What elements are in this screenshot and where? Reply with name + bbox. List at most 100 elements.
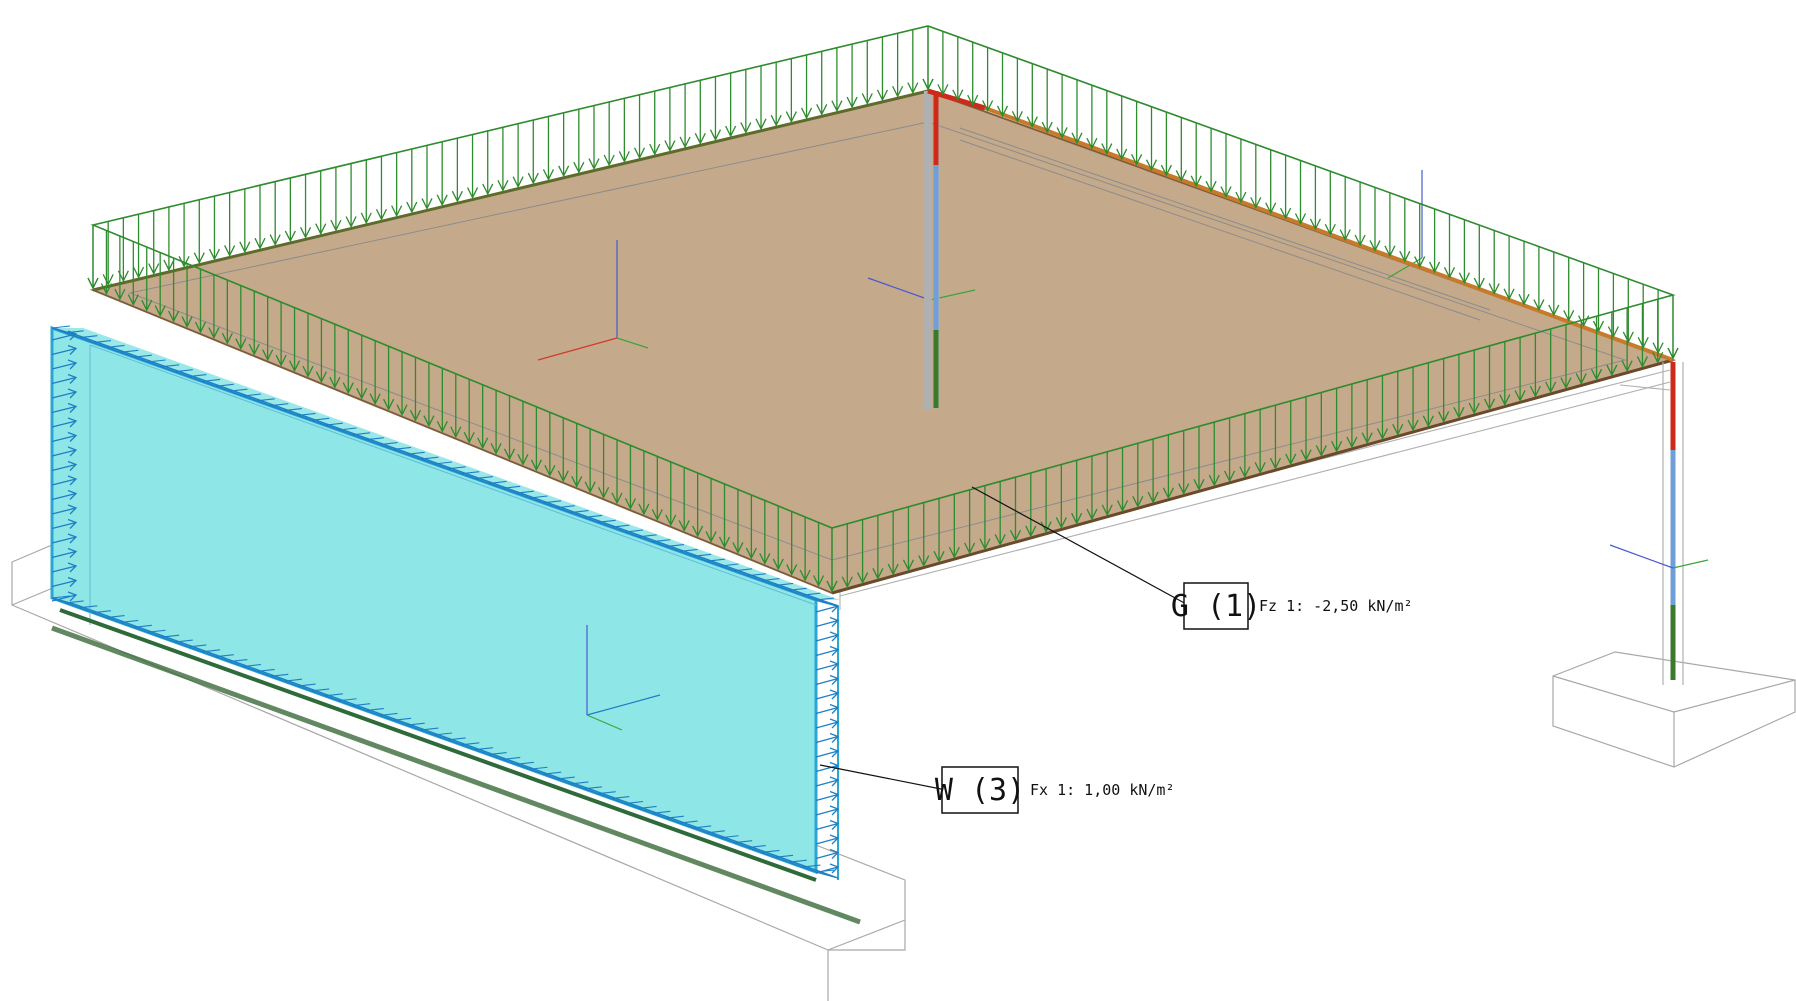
- gravity-load-arrowhead: [383, 398, 395, 411]
- wind-load-arrowhead: [67, 373, 78, 384]
- gravity-load-arrowhead: [1071, 512, 1083, 525]
- wind-load-arrow: [406, 722, 425, 726]
- wind-load-arrow: [679, 548, 698, 552]
- gravity-load-arrowhead: [1205, 180, 1217, 193]
- wind-load-arrowhead: [829, 674, 840, 685]
- gravity-load-arrowhead: [982, 100, 994, 112]
- gravity-load-arrowhead: [1637, 336, 1649, 349]
- wind-load-arrow: [120, 619, 139, 624]
- gravity-load-arrowhead: [406, 201, 418, 214]
- wind-load-arrow: [297, 412, 316, 416]
- wind-load-arrow: [133, 354, 152, 358]
- wind-load-arrow: [597, 519, 616, 523]
- gravity-load-arrowhead: [841, 576, 853, 589]
- gravity-load-arrowhead: [1468, 402, 1480, 415]
- gravity-load-arrowhead: [816, 104, 828, 116]
- wind-load-arrowhead: [829, 819, 840, 830]
- wind-area-load: [51, 325, 840, 879]
- wind-load-arrow: [788, 587, 807, 591]
- gravity-load-arrowhead: [1607, 326, 1619, 338]
- gravity-load-arrowhead: [477, 437, 489, 450]
- gravity-load-arrowhead: [1443, 267, 1456, 279]
- wind-load-arrow: [133, 624, 152, 628]
- gravity-load-arrowhead: [235, 338, 247, 351]
- gravity-load-arrowhead: [181, 316, 193, 329]
- wind-load-arrow: [188, 374, 207, 378]
- wind-load-arrow: [556, 776, 575, 780]
- gravity-load-arrowhead: [892, 85, 904, 98]
- wind-load-arrow: [665, 815, 684, 819]
- wind-load-arrow: [747, 573, 766, 577]
- wind-load-arrow: [775, 854, 794, 858]
- wind-load-arrow: [761, 578, 780, 582]
- wind-load-arrow: [106, 344, 125, 348]
- wind-load-arrow: [529, 495, 548, 499]
- gravity-load-arrowhead: [1190, 175, 1202, 188]
- wind-load-arrow: [188, 644, 207, 648]
- gravity-load-arrowhead: [342, 382, 354, 395]
- gravity-load-label: G (1) Fz 1: -2,50 kN/m²: [1171, 582, 1413, 630]
- wind-load-arrow: [365, 707, 384, 712]
- gravity-load-arrowhead: [1636, 356, 1649, 368]
- gravity-load-arrowhead: [87, 277, 99, 290]
- wind-load-arrowhead: [67, 460, 78, 471]
- wind-load-arrow: [51, 347, 77, 356]
- gravity-load-arrowhead: [1178, 483, 1190, 496]
- gravity-load-arrowhead: [1041, 121, 1053, 134]
- gravity-load-arrowhead: [902, 559, 915, 572]
- wind-load-arrowhead: [829, 848, 840, 859]
- wind-load-arrow: [584, 514, 603, 518]
- gravity-load-arrowhead: [178, 256, 190, 268]
- wind-load-bottom-strip: [51, 597, 839, 879]
- wind-load-arrowhead: [67, 518, 78, 529]
- gravity-load-arrowhead: [490, 442, 502, 455]
- right-column: [1609, 362, 1709, 685]
- wind-load-arrow: [720, 563, 739, 567]
- wind-load-arrow: [242, 663, 262, 668]
- wind-load-arrow: [51, 507, 77, 515]
- gravity-load-arrowhead: [1458, 272, 1470, 285]
- gravity-load-arrowhead: [996, 105, 1009, 118]
- gravity-load-arrowhead: [1208, 474, 1220, 487]
- wind-load-arrow: [611, 796, 630, 800]
- gravity-load-arrowhead: [436, 420, 448, 433]
- gravity-load-arrowhead: [329, 376, 341, 389]
- gravity-load-arrowhead: [1056, 127, 1068, 139]
- gravity-load-arrowhead: [740, 122, 752, 134]
- gravity-load-arrowhead: [1621, 360, 1633, 373]
- wind-load-arrow: [283, 408, 302, 412]
- gravity-load-arrowhead: [451, 190, 463, 203]
- wind-load-arrow: [474, 476, 493, 480]
- gravity-load-arrowhead: [1473, 277, 1485, 290]
- gravity-load-arrowhead: [937, 84, 949, 96]
- wind-load-arrowhead: [829, 645, 840, 656]
- gravity-load-arrowhead: [952, 89, 964, 102]
- wind-load-arrow: [584, 786, 603, 790]
- gravity-load-arrowhead: [633, 147, 646, 160]
- wind-load-arrow: [747, 844, 766, 849]
- gravity-load-arrowhead: [692, 525, 704, 538]
- gravity-load-arrowhead: [1009, 529, 1022, 542]
- wind-load-arrow: [51, 478, 77, 486]
- gravity-load-arrowhead: [861, 93, 873, 105]
- gravity-load-arrowhead: [163, 259, 175, 272]
- wind-load-arrow: [270, 403, 289, 407]
- wind-load-arrow: [652, 539, 671, 543]
- gravity-load-arrowhead: [127, 294, 139, 306]
- wind-load-arrow: [734, 568, 753, 572]
- wind-load-arrowhead: [67, 359, 78, 370]
- gravity-load-arrowhead: [1384, 245, 1396, 258]
- gravity-load-arrowhead: [482, 183, 494, 196]
- wind-load-arrow: [352, 432, 371, 436]
- wind-load-arrow: [51, 449, 77, 457]
- gravity-load-arrowhead: [948, 546, 960, 559]
- wind-load-arrowhead: [67, 504, 78, 515]
- wind-load-arrow: [147, 629, 166, 633]
- gravity-load-arrowhead: [907, 82, 919, 95]
- gravity-load-arrowhead: [571, 476, 583, 488]
- gravity-load-arrowhead: [1592, 320, 1605, 333]
- wind-load-label: W (3) Fx 1: 1,00 kN/m²: [935, 766, 1175, 814]
- left-strip-footing: [11, 544, 906, 1001]
- center-column: [924, 91, 940, 410]
